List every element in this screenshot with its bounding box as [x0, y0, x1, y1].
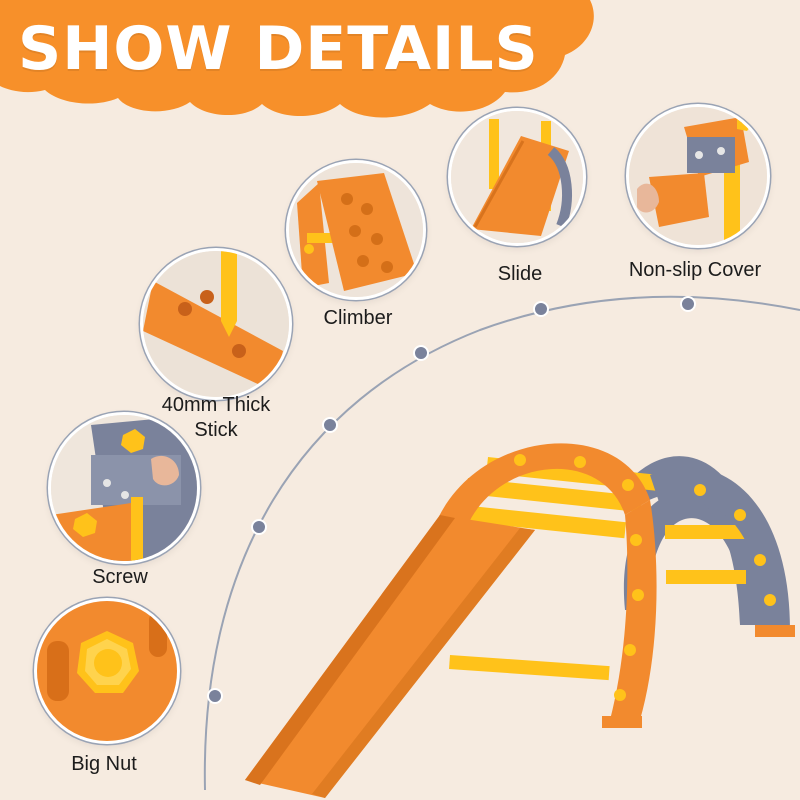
stick-label-line1: 40mm Thick	[161, 394, 271, 416]
screw-detail-image	[48, 412, 200, 564]
non-slip-cover-detail-image	[626, 104, 770, 248]
slide-detail-image	[448, 108, 586, 246]
climber-label: Climber	[323, 307, 393, 329]
header-banner	[0, 0, 594, 118]
arch-climber-product	[245, 443, 795, 798]
big-nut-label: Big Nut	[71, 753, 137, 775]
climber-detail-image	[286, 160, 426, 300]
slide-label: Slide	[497, 263, 543, 285]
screw-label: Screw	[92, 566, 148, 588]
big-nut-detail-image	[34, 598, 180, 744]
stick-detail-image	[140, 248, 292, 400]
page-title: SHOW DETAILS	[18, 14, 539, 84]
non-slip-cover-label: Non-slip Cover	[628, 259, 762, 281]
stick-label-line2: Stick	[194, 419, 238, 441]
